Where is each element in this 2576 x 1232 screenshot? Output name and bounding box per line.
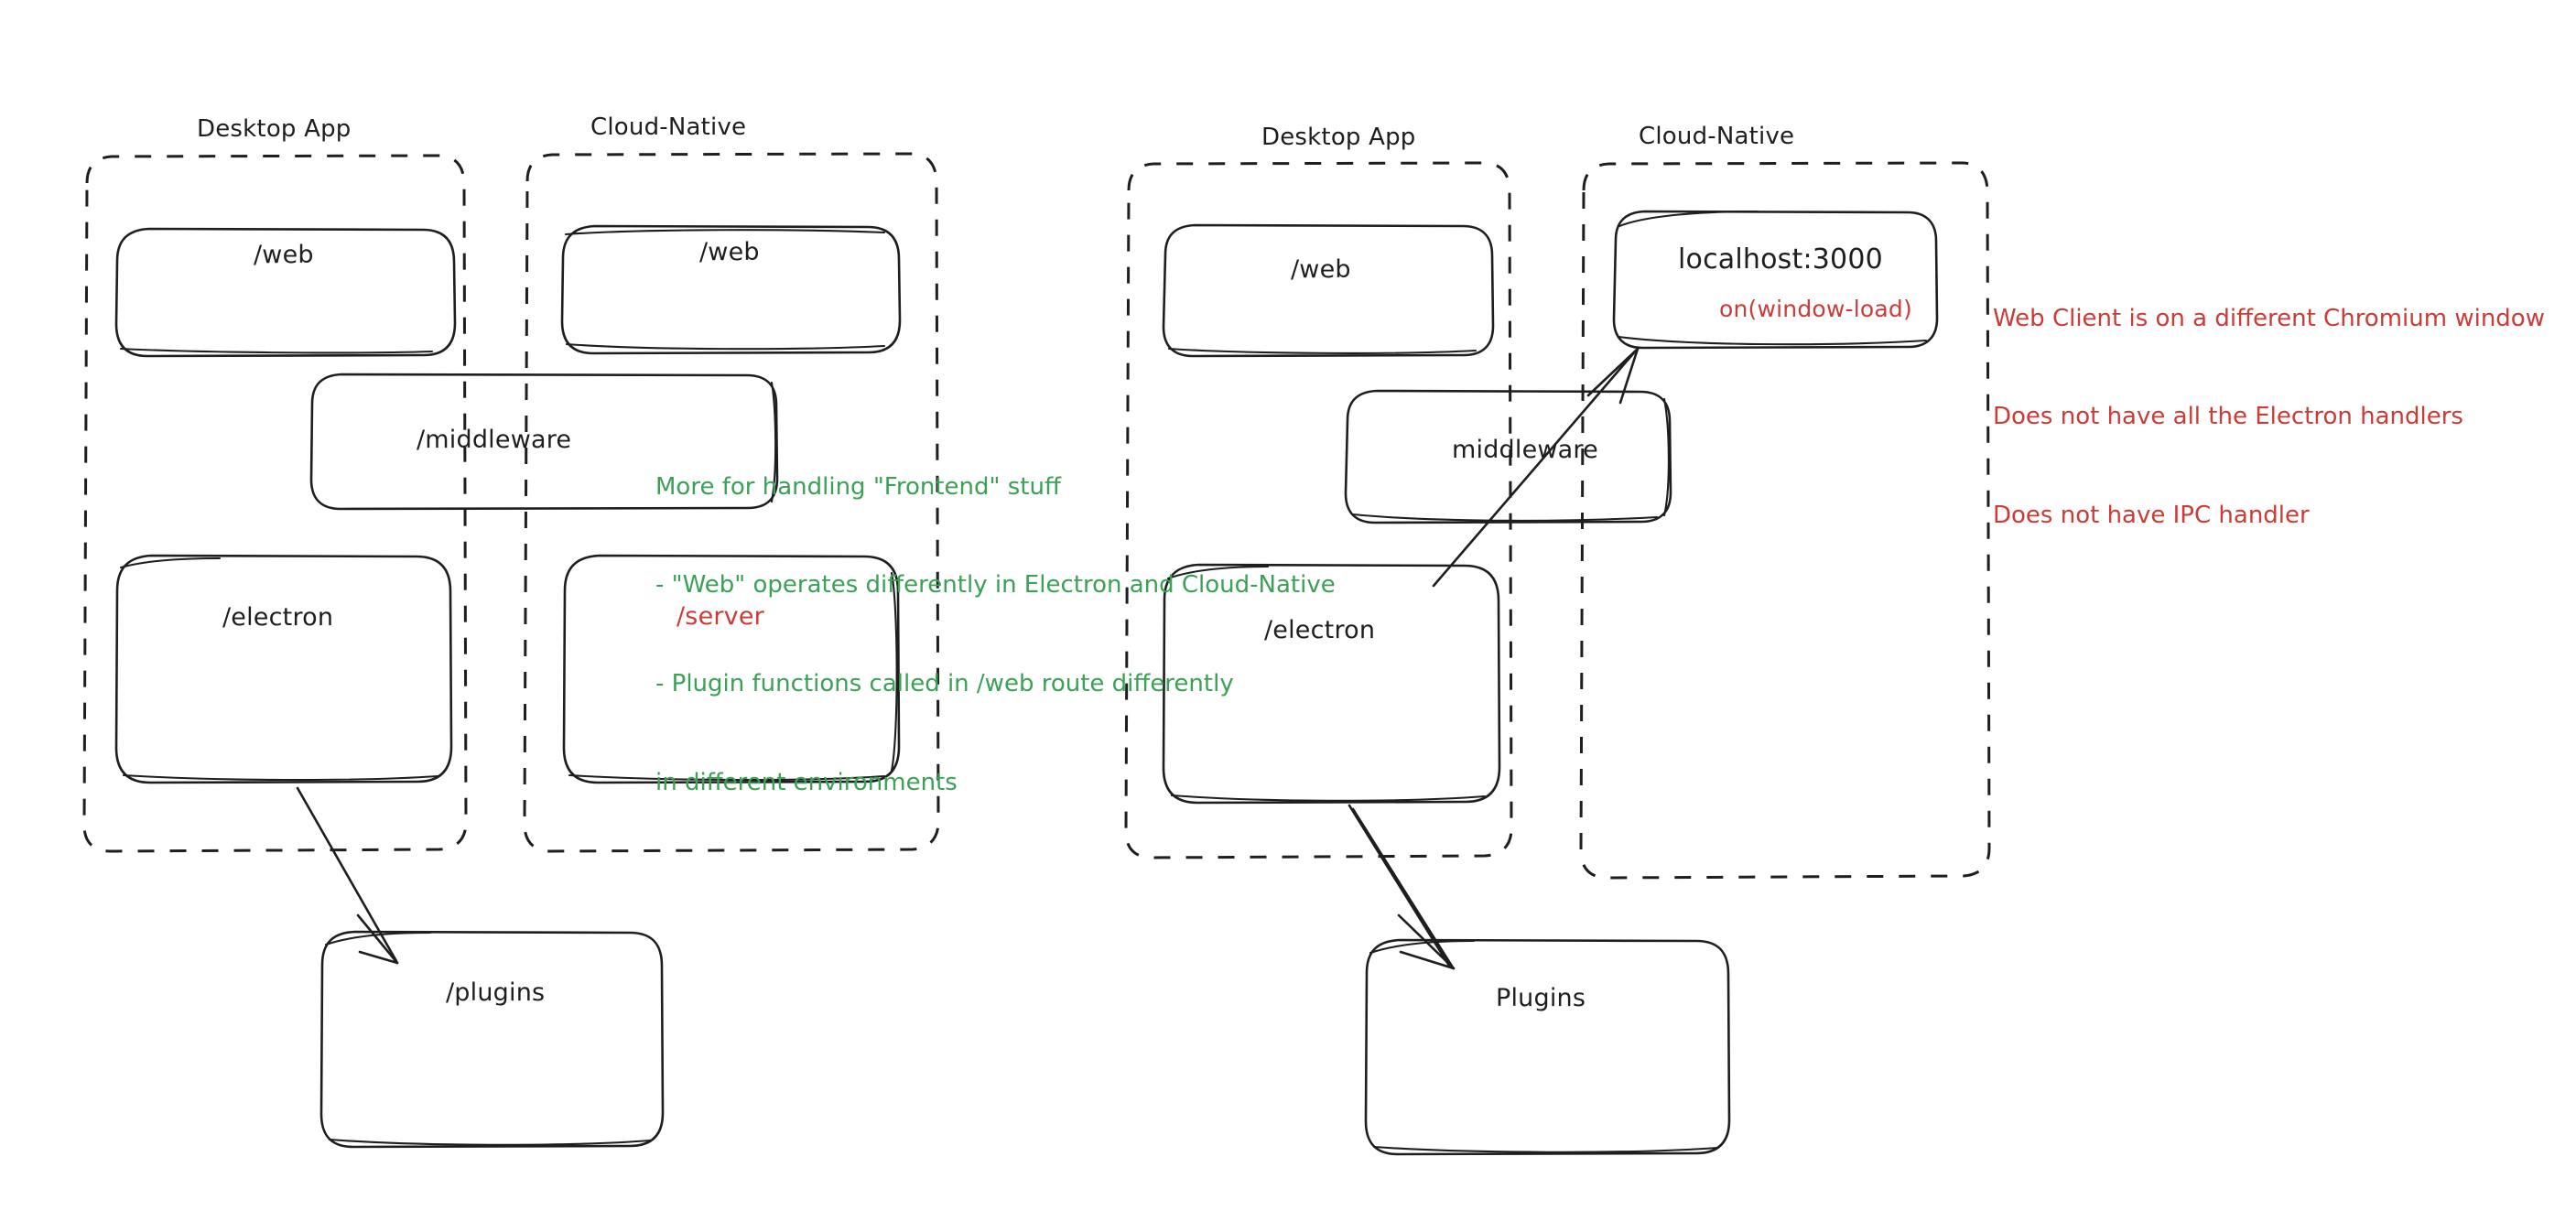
group-title-desktop-app-left: Desktop App [197, 115, 352, 143]
node-middleware-right [1344, 389, 1672, 524]
group-title-cloud-native-right: Cloud-Native [1639, 123, 1795, 150]
node-label-plugins-left: /plugins [446, 978, 546, 1007]
group-cloud-native-right [1579, 161, 1991, 880]
node-label-web-desktop-right: /web [1291, 255, 1351, 284]
node-web-desktop-left [114, 227, 457, 358]
group-desktop-app-right [1124, 161, 1513, 859]
group-title-desktop-app-right: Desktop App [1261, 124, 1416, 151]
annotation-green-line-4: in different environments [655, 768, 958, 796]
node-electron-right [1162, 563, 1501, 805]
node-label-localhost-3000: localhost:3000 [1678, 243, 1883, 276]
connector-electron-to-plugins-right [1348, 804, 1456, 970]
annotation-green-line-3: - Plugin functions called in /web route … [655, 670, 1234, 697]
node-plugins-right [1364, 938, 1731, 1156]
node-label-plugins-right: Plugins [1496, 984, 1586, 1012]
node-web-desktop-right [1162, 223, 1495, 358]
annotation-red-note: Web Client is on a different Chromium wi… [1993, 237, 2545, 599]
node-label-electron-left: /electron [222, 603, 334, 632]
node-label-on-window-load: on(window-load) [1719, 296, 1912, 322]
node-label-middleware-right: middleware [1452, 436, 1598, 464]
annotation-green-note: More for handling "Frontend" stuff - "We… [655, 405, 1336, 865]
node-label-server-left: /server [676, 602, 764, 631]
node-label-middleware-left: /middleware [417, 426, 572, 454]
node-plugins-left [319, 930, 665, 1149]
node-label-web-desktop-left: /web [254, 241, 314, 269]
annotation-red-line-1: Web Client is on a different Chromium wi… [1993, 304, 2545, 332]
node-label-electron-right: /electron [1264, 616, 1376, 644]
node-web-cloud-left [560, 224, 902, 355]
group-title-cloud-native-left: Cloud-Native [590, 113, 747, 141]
annotation-red-line-2: Does not have all the Electron handlers [1993, 403, 2463, 431]
node-middleware-left [309, 373, 779, 511]
node-server-left [562, 554, 901, 784]
connector-electron-to-plugins-left [296, 786, 399, 965]
connector-electron-to-localhost-right [1432, 347, 1640, 588]
node-label-web-cloud-left: /web [699, 238, 760, 266]
annotation-green-line-1: More for handling "Frontend" stuff [655, 472, 1061, 501]
annotation-green-line-2: - "Web" operates differently in Electron… [655, 571, 1336, 600]
node-localhost-3000 [1612, 210, 1939, 350]
node-electron-left [114, 554, 453, 784]
annotation-red-line-3: Does not have IPC handler [1993, 502, 2310, 529]
